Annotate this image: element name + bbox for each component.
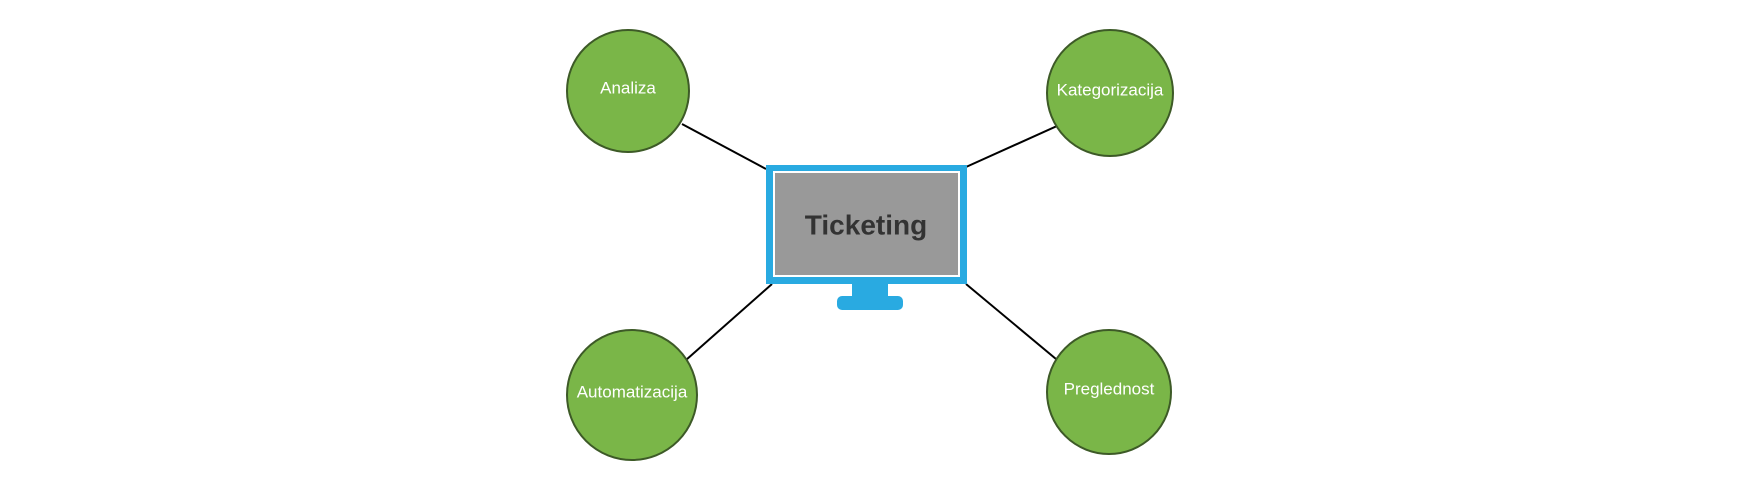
node-automatizacija: Automatizacija — [566, 329, 698, 461]
connector-preglednost — [965, 283, 1057, 360]
center-label: Ticketing — [805, 209, 927, 240]
node-preglednost: Preglednost — [1046, 329, 1172, 455]
node-circle — [566, 329, 698, 461]
monitor-screen — [775, 173, 958, 275]
node-kategorizacija: Kategorizacija — [1046, 29, 1174, 157]
node-label: Analiza — [600, 78, 656, 97]
connectors — [681, 123, 1058, 361]
connector-automatizacija — [685, 283, 773, 361]
monitor-stand-base — [837, 296, 903, 310]
node-circle — [566, 29, 690, 153]
connector-analiza — [681, 123, 767, 170]
monitor-stand-neck — [852, 284, 888, 298]
node-label: Automatizacija — [577, 382, 688, 401]
node-label: Preglednost — [1064, 379, 1155, 398]
node-analiza: Analiza — [566, 29, 690, 153]
monitor-icon: Ticketing — [766, 165, 967, 310]
node-circle — [1046, 329, 1172, 455]
node-label: Kategorizacija — [1057, 80, 1164, 99]
node-circle — [1046, 29, 1174, 157]
connector-kategorizacija — [965, 125, 1058, 168]
